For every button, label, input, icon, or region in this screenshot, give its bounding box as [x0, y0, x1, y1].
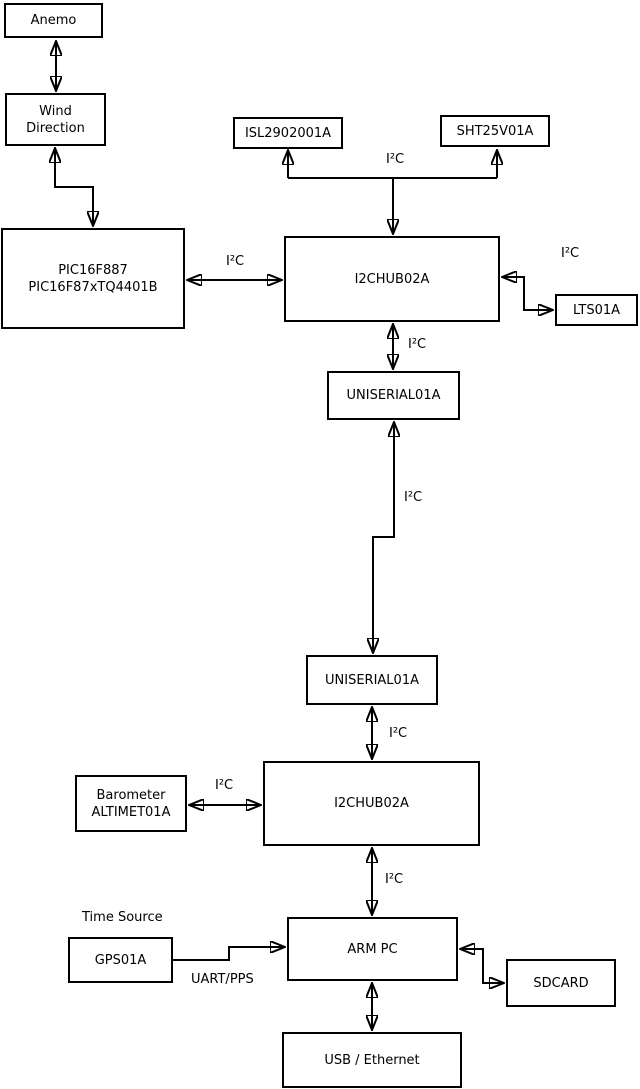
node-uniserial01a-bottom-label: UNISERIAL01A	[325, 672, 419, 688]
node-barometer-label-line1: Barometer	[96, 787, 166, 803]
node-lts01a-label: LTS01A	[572, 302, 621, 318]
node-pic16f887: PIC16F887 PIC16F87xTQ4401B	[1, 228, 185, 329]
edge-wind-pic	[55, 148, 93, 226]
i2c-label-uniserial-hub-bottom: I²C	[389, 726, 408, 741]
i2c-label-long-link: I²C	[404, 490, 423, 505]
node-pic16f887-label-line2: PIC16F87xTQ4401B	[28, 279, 158, 295]
node-barometer-label-line2: ALTIMET01A	[91, 804, 171, 820]
node-i2chub02a-bottom-label: I2CHUB02A	[334, 796, 409, 811]
node-sdcard-label: SDCARD	[533, 975, 589, 991]
node-gps01a-label: GPS01A	[94, 952, 147, 968]
node-sht25v01a-label: SHT25V01A	[456, 123, 534, 139]
node-sdcard: SDCARD	[506, 959, 616, 1007]
node-anemo: Anemo	[4, 3, 103, 38]
edge-uniserial-top-uniserial-bottom	[373, 422, 394, 653]
node-isl2902001a: ISL2902001A	[233, 117, 343, 149]
node-i2chub02a-bottom: I2CHUB02A	[263, 761, 480, 846]
i2c-label-hub-uniserial-top: I²C	[408, 337, 427, 352]
i2c-label-lts: I²C	[561, 246, 580, 261]
node-i2chub02a-top: I2CHUB02A	[284, 236, 500, 322]
node-arm-pc: ARM PC	[287, 917, 458, 981]
edge-gps-armpc	[173, 947, 285, 961]
node-wind-direction: Wind Direction	[5, 93, 106, 146]
node-usb-ethernet: USB / Ethernet	[282, 1032, 462, 1088]
node-isl2902001a-label: ISL2902001A	[244, 125, 332, 141]
node-uniserial01a-top-label: UNISERIAL01A	[346, 388, 441, 403]
node-uniserial01a-bottom: UNISERIAL01A	[306, 655, 438, 705]
node-barometer-altimet01a: Barometer ALTIMET01A	[75, 775, 187, 832]
node-i2chub02a-top-label: I2CHUB02A	[354, 271, 430, 287]
node-pic16f887-label-line1: PIC16F887	[58, 262, 128, 278]
edge-armpc-sdcard	[460, 949, 504, 983]
uart-pps-label: UART/PPS	[191, 972, 254, 987]
node-anemo-label: Anemo	[30, 13, 77, 28]
node-sht25v01a: SHT25V01A	[440, 115, 550, 147]
node-wind-direction-label-line2: Direction	[26, 120, 85, 136]
i2c-label-hub-armpc: I²C	[385, 872, 404, 887]
i2c-label-barometer: I²C	[215, 778, 234, 793]
node-lts01a: LTS01A	[555, 294, 638, 326]
node-arm-pc-label: ARM PC	[347, 941, 398, 957]
node-uniserial01a-top: UNISERIAL01A	[327, 371, 460, 420]
i2c-label-pic-hub: I²C	[226, 254, 245, 269]
node-wind-direction-label-line1: Wind	[39, 103, 72, 119]
time-source-label: Time Source	[82, 910, 163, 925]
i2c-label-branch-top: I²C	[386, 152, 405, 167]
node-usb-ethernet-label: USB / Ethernet	[324, 1052, 420, 1068]
node-gps01a: GPS01A	[68, 937, 173, 983]
edge-i2chub-top-lts	[502, 277, 553, 310]
